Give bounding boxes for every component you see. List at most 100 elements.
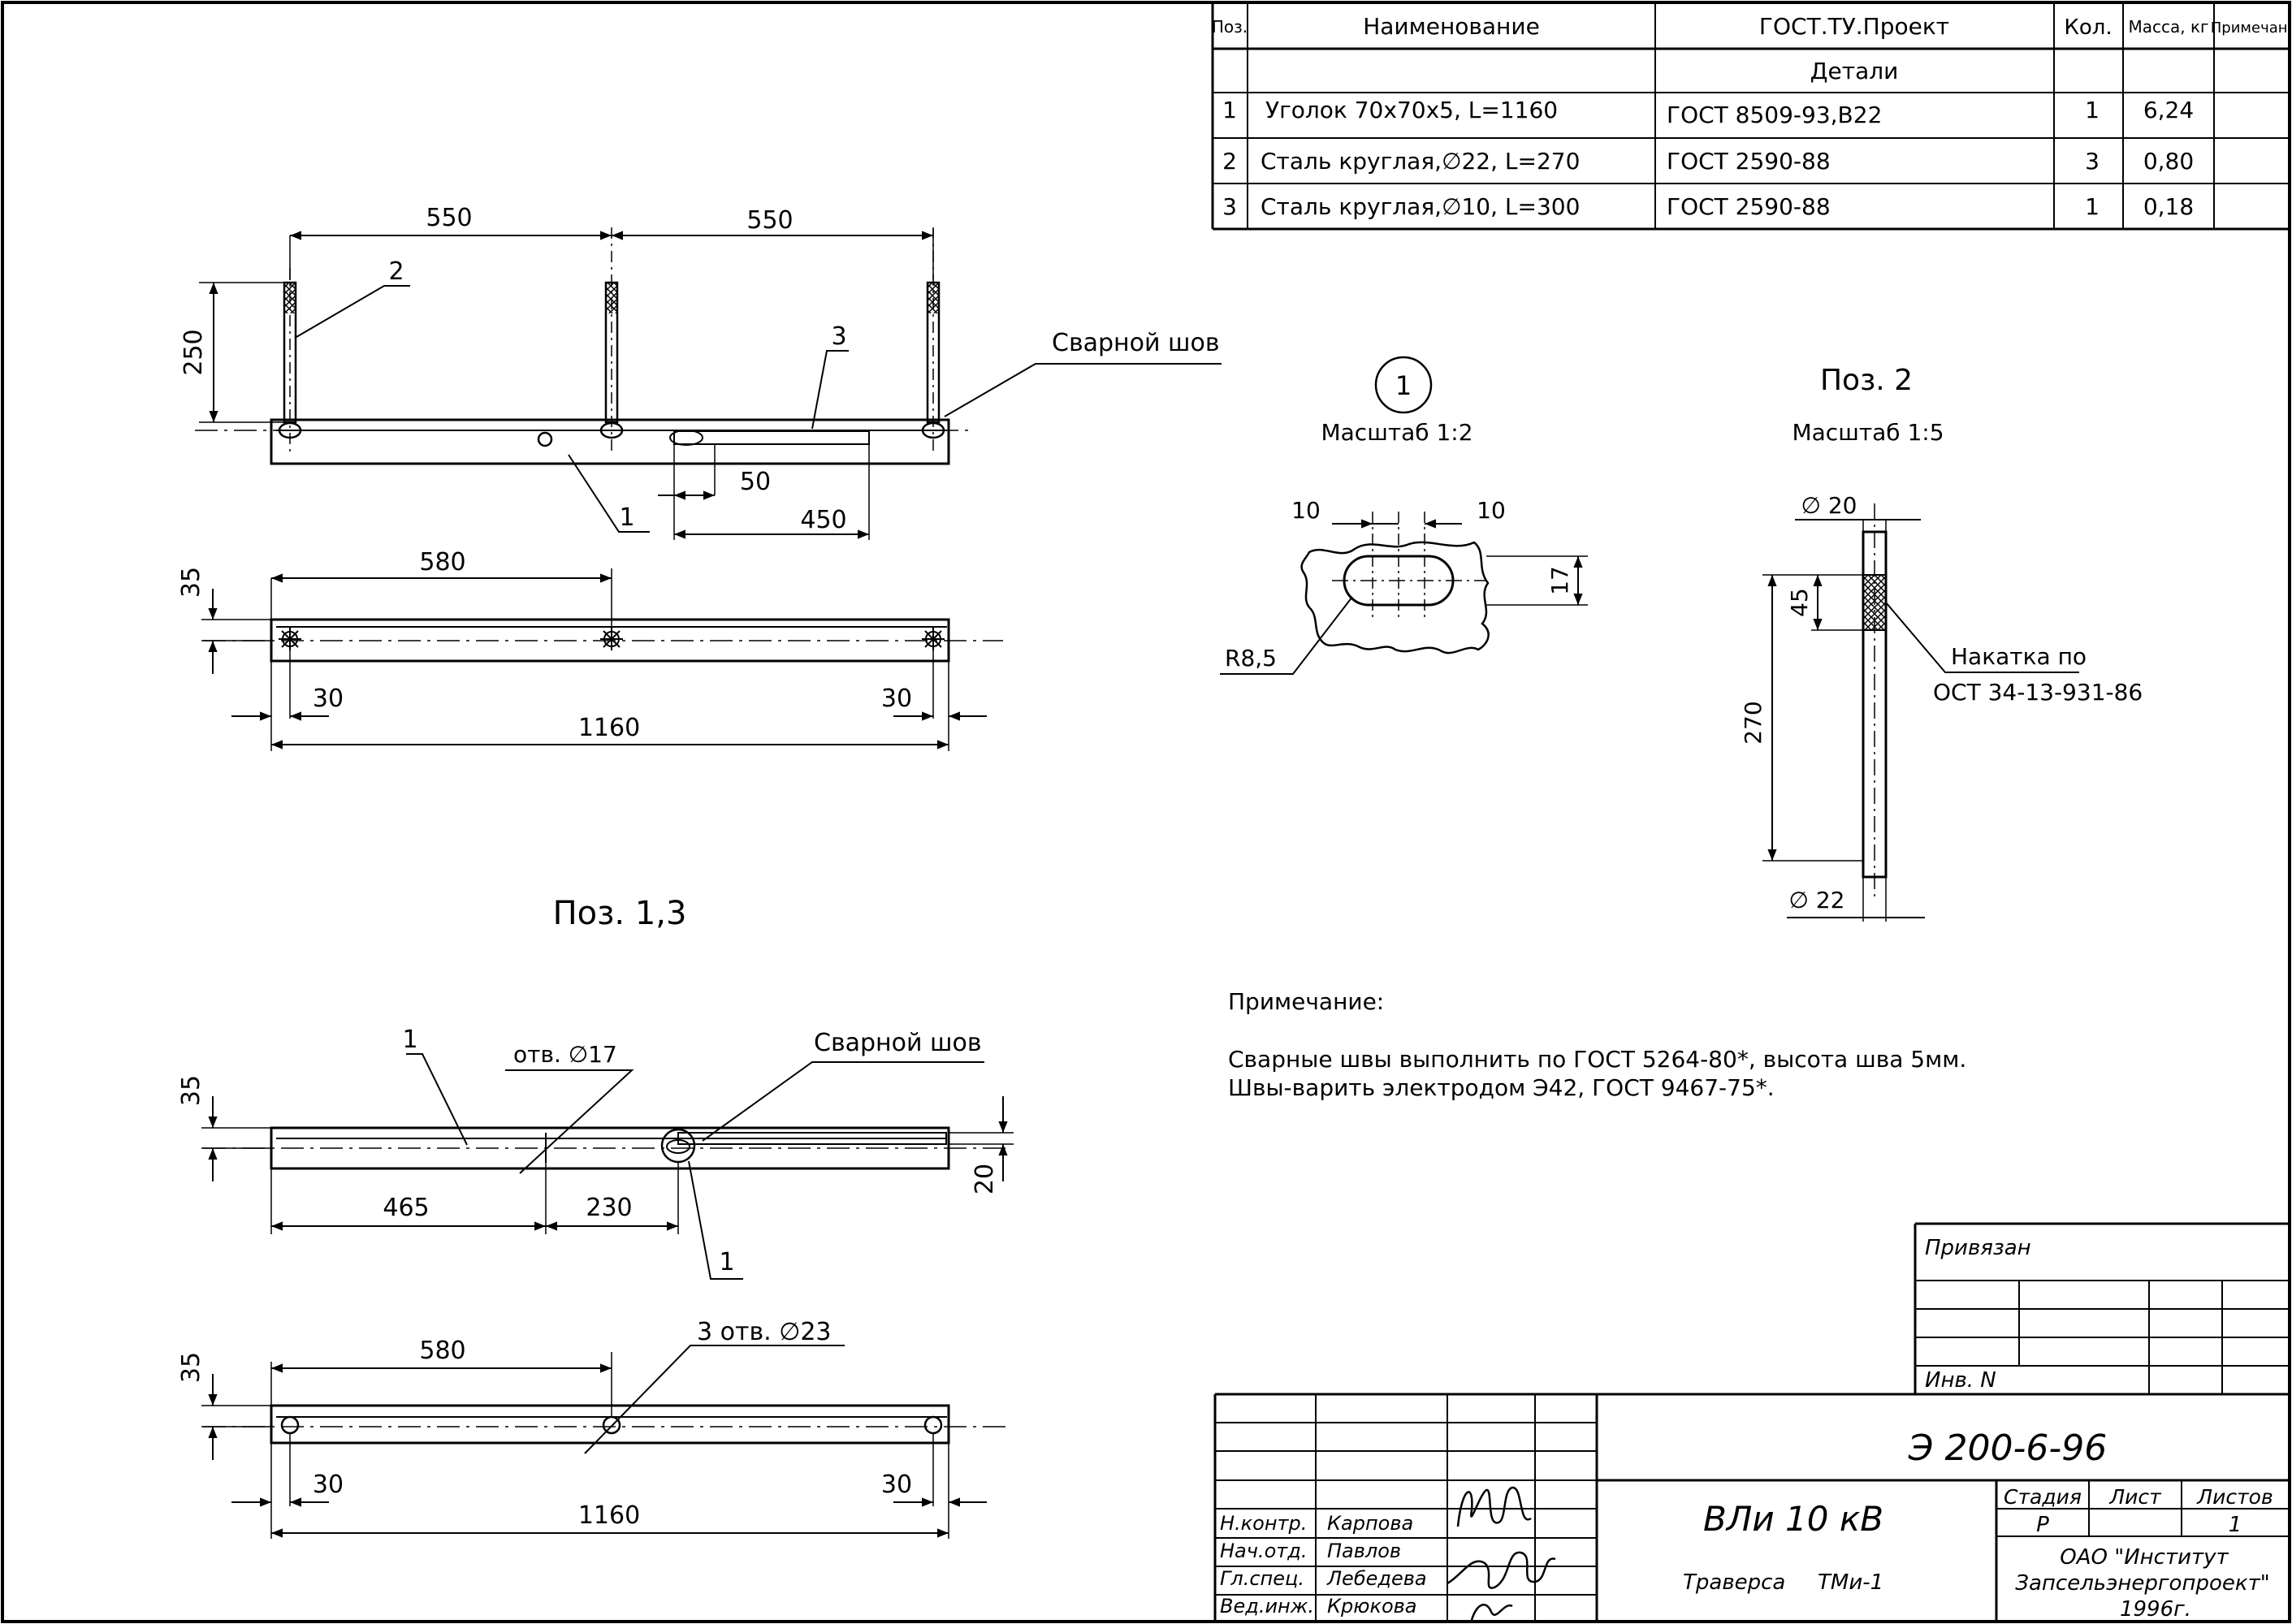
dim-50: 50 <box>740 468 771 496</box>
stamp-sheets-header: Листов <box>2196 1485 2273 1509</box>
pos2-dia-20: ∅ 20 <box>1801 492 1857 519</box>
pos2-knurl-label-1: Накатка по <box>1951 643 2087 670</box>
spec-table-text: Поз. Наименование ГОСТ.ТУ.Проект Кол. Ма… <box>1212 13 2292 220</box>
spec-row-2-name: Сталь круглая,∅22, L=270 <box>1261 148 1580 175</box>
spec-row-1-pos: 1 <box>1222 97 1237 123</box>
spec-header-gost: ГОСТ.ТУ.Проект <box>1759 13 1949 40</box>
stamp-stage-header: Стадия <box>2004 1485 2082 1509</box>
stamp-binding-table <box>1914 1222 2290 1394</box>
pos2-scale: Масштаб 1:5 <box>1792 419 1944 446</box>
signature-1 <box>1456 1486 1532 1527</box>
pos2-dim-270: 270 <box>1740 701 1767 744</box>
pos13-dim-30-left: 30 <box>313 1471 344 1499</box>
detail-1-scale: Масштаб 1:2 <box>1321 419 1473 446</box>
stamp-sheets: 1 <box>2229 1513 2242 1537</box>
pos13-dim-230: 230 <box>586 1194 632 1222</box>
stamp-stage: Р <box>2036 1513 2049 1537</box>
detail-1-dim-10-right: 10 <box>1477 497 1506 524</box>
spec-header-note: Примечан. <box>2211 19 2292 37</box>
spec-row-1-gost: ГОСТ 8509-93,В22 <box>1667 102 1882 128</box>
spec-table <box>1211 2 2290 231</box>
stamp-inv: Инв. N <box>1925 1368 1996 1393</box>
note-block: Примечание: Сварные швы выполнить по ГОС… <box>1228 988 1966 1101</box>
spec-section: Детали <box>1810 58 1899 84</box>
spec-row-1-qty: 1 <box>2085 97 2100 123</box>
spec-header-name: Наименование <box>1363 13 1540 40</box>
pos13-dim-35b: 35 <box>177 1352 205 1383</box>
stamp-sheet-header: Лист <box>2108 1485 2162 1509</box>
weld-label: Сварной шов <box>1052 329 1220 357</box>
pos13-dim-1160: 1160 <box>578 1501 640 1530</box>
stamp-subtitle-1: Траверса <box>1683 1570 1785 1595</box>
detail-1-dim-10-left: 10 <box>1291 497 1321 524</box>
pos13-holes-label: 3 отв. ∅23 <box>697 1318 832 1346</box>
spec-row-2-mass: 0,80 <box>2143 148 2194 175</box>
pos13-dim-465: 465 <box>383 1194 429 1222</box>
dim-1160-top: 1160 <box>578 714 640 742</box>
pos13-dim-580: 580 <box>419 1337 465 1365</box>
note-line-2: Швы-варить электродом Э42, ГОСТ 9467-75*… <box>1228 1074 1775 1101</box>
pos2-dia-22: ∅ 22 <box>1789 887 1845 914</box>
pos13-top-view <box>201 1345 1005 1539</box>
dim-550-a: 550 <box>426 204 472 232</box>
spec-header-pos: Поз. <box>1212 17 1248 37</box>
leader-3: 3 <box>831 322 846 351</box>
stamp-text: Привязан Инв. N Э 200-6-96 ВЛи 10 кВ Тра… <box>1220 1236 2273 1622</box>
stamp-staff-name-3: Лебедева <box>1326 1567 1427 1590</box>
spec-header-mass: Масса, кг <box>2128 17 2208 37</box>
pos13-hole-label: отв. ∅17 <box>513 1041 617 1068</box>
detail-1-dim-17: 17 <box>1546 566 1573 595</box>
spec-row-3-gost: ГОСТ 2590-88 <box>1667 193 1831 220</box>
stamp-staff-name-2: Павлов <box>1327 1540 1401 1562</box>
leader-2: 2 <box>388 257 404 286</box>
stamp-staff-role-2: Нач.отд. <box>1220 1540 1307 1562</box>
detail-1-radius: R8,5 <box>1225 645 1277 672</box>
detail-1-marker: 1 <box>1395 370 1412 401</box>
detail-1-text: 1 Масштаб 1:2 10 10 17 R8,5 <box>1225 370 1573 672</box>
stamp-staff-role-1: Н.контр. <box>1220 1512 1307 1535</box>
assembly-front-view <box>195 227 1222 540</box>
pos13-leader-1b: 1 <box>719 1248 734 1276</box>
spec-row-2-qty: 3 <box>2085 148 2100 175</box>
dim-450: 450 <box>800 506 846 534</box>
spec-row-3-qty: 1 <box>2085 193 2100 220</box>
dim-550-b: 550 <box>746 206 793 235</box>
note-line-1: Сварные швы выполнить по ГОСТ 5264-80*, … <box>1228 1046 1966 1073</box>
pos13-dim-20: 20 <box>971 1164 999 1194</box>
stamp-privyazan: Привязан <box>1925 1236 2031 1260</box>
pos2-title: Поз. 2 <box>1820 364 1913 397</box>
pos2-drawing <box>1762 503 2079 922</box>
dim-250: 250 <box>179 329 208 375</box>
pos13-front-view <box>201 1053 1014 1280</box>
signature-3 <box>1470 1604 1513 1621</box>
pos13-title: Поз. 1,3 <box>553 895 687 932</box>
pos13-leader-1: 1 <box>402 1026 417 1054</box>
pos13-weld-label: Сварной шов <box>814 1029 982 1057</box>
detail-1-marker-circle <box>1374 356 1433 414</box>
spec-row-3-name: Сталь круглая,∅10, L=300 <box>1261 193 1580 220</box>
dim-580-top: 580 <box>419 548 465 577</box>
stamp-main <box>1213 1393 2290 1622</box>
pos2-knurl-label-2: ОСТ 34-13-931-86 <box>1933 679 2143 706</box>
stamp-staff-role-4: Вед.инж. <box>1220 1595 1314 1618</box>
detail-1 <box>1220 356 1588 675</box>
pos13-top-text: 3 отв. ∅23 580 35 30 30 1160 <box>177 1318 912 1530</box>
dim-30-left-top: 30 <box>313 685 344 713</box>
stamp-title: ВЛи 10 кВ <box>1703 1499 1883 1539</box>
stamp-staff-name-4: Крюкова <box>1327 1595 1417 1618</box>
dim-35-top: 35 <box>177 567 205 598</box>
pos13-dim-30-right: 30 <box>881 1471 912 1499</box>
stamp-staff-role-3: Гл.спец. <box>1220 1567 1304 1590</box>
stamp-code: Э 200-6-96 <box>1908 1427 2107 1469</box>
spec-row-2-pos: 2 <box>1222 148 1237 175</box>
assembly-top-text: 35 580 30 30 1160 <box>177 548 912 742</box>
spec-row-1-mass: 6,24 <box>2143 97 2194 123</box>
assembly-top-view <box>201 568 1003 751</box>
pos13-front-text: 1 отв. ∅17 Сварной шов 35 465 230 20 1 <box>177 1026 999 1276</box>
stamp-year: 1996г. <box>2120 1597 2191 1622</box>
stamp-staff-name-1: Карпова <box>1327 1512 1413 1535</box>
dim-30-right-top: 30 <box>881 685 912 713</box>
note-title: Примечание: <box>1228 988 1384 1015</box>
